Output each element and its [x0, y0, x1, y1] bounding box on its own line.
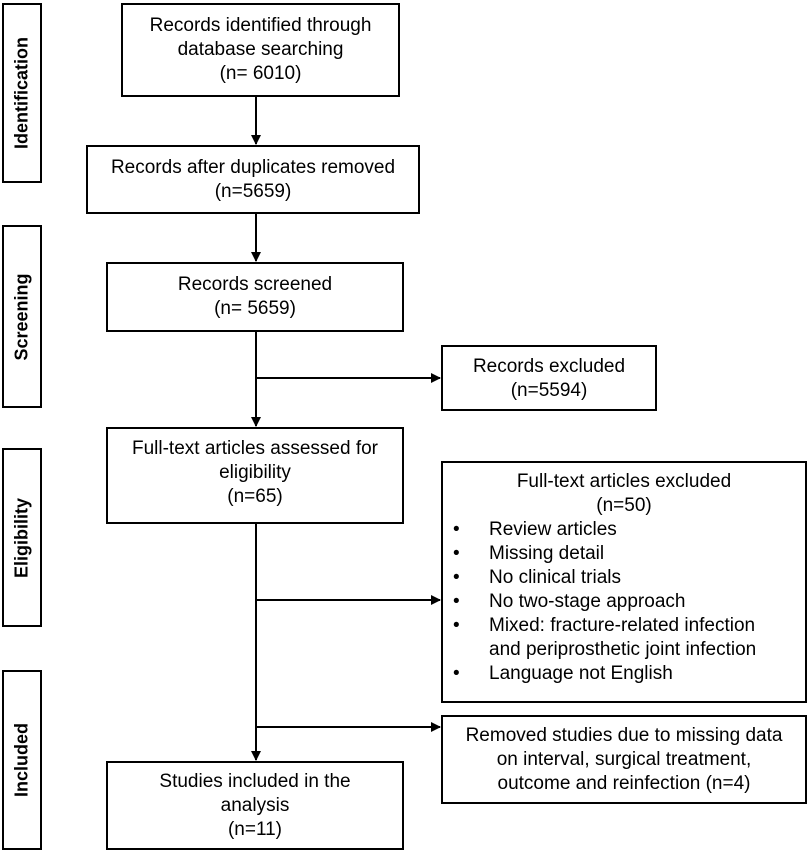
full-text-assessed-count: (n=65) — [227, 486, 283, 507]
records-identified-line1: Records identified through — [149, 15, 372, 36]
removed-studies-line1: Removed studies due to missing data — [465, 725, 783, 746]
records-excluded-count: (n=5594) — [510, 380, 588, 401]
records-identified-box: Records identified through database sear… — [121, 3, 400, 97]
stage-included: Included — [2, 670, 42, 850]
exclusion-reason: Review articles — [443, 518, 805, 542]
exclusion-reason: Mixed: fracture-related infection — [443, 614, 805, 638]
records-screened-box: Records screened (n= 5659) — [106, 262, 404, 332]
studies-included-line1: Studies included in the — [159, 771, 351, 792]
records-identified-count: (n= 6010) — [219, 63, 302, 84]
full-text-assessed-box: Full-text articles assessed for eligibil… — [106, 427, 404, 524]
removed-studies-box: Removed studies due to missing data on i… — [441, 715, 807, 804]
studies-included-count: (n=11) — [227, 819, 283, 840]
removed-studies-line3: outcome and reinfection (n=4) — [497, 773, 751, 794]
studies-included-line2: analysis — [220, 795, 290, 816]
exclusion-reasons-list: Review articles Missing detail No clinic… — [443, 518, 805, 686]
full-text-excluded-count: (n=50) — [596, 495, 652, 516]
exclusion-reason: No two-stage approach — [443, 590, 805, 614]
stage-eligibility: Eligibility — [2, 448, 42, 627]
stage-screening: Screening — [2, 225, 42, 408]
full-text-assessed-line1: Full-text articles assessed for — [131, 438, 379, 459]
records-excluded-box: Records excluded (n=5594) — [441, 345, 657, 411]
studies-included-box: Studies included in the analysis (n=11) — [106, 761, 404, 850]
duplicates-removed-box: Records after duplicates removed (n=5659… — [86, 145, 420, 214]
records-identified-line2: database searching — [177, 39, 344, 60]
exclusion-reason-continuation: and periprosthetic joint infection — [489, 639, 757, 660]
full-text-excluded-line1: Full-text articles excluded — [516, 471, 732, 492]
duplicates-removed-count: (n=5659) — [214, 181, 292, 202]
full-text-assessed-line2: eligibility — [219, 462, 291, 483]
full-text-excluded-box: Full-text articles excluded (n=50) Revie… — [441, 461, 807, 703]
exclusion-reason: No clinical trials — [443, 566, 805, 590]
exclusion-reason: Missing detail — [443, 542, 805, 566]
records-screened-count: (n= 5659) — [214, 298, 296, 319]
stage-identification: Identification — [2, 3, 42, 183]
records-screened-line1: Records screened — [177, 274, 333, 295]
duplicates-removed-line1: Records after duplicates removed — [110, 157, 396, 178]
records-excluded-line1: Records excluded — [472, 356, 626, 377]
removed-studies-line2: on interval, surgical treatment, — [496, 749, 752, 770]
exclusion-reason: Language not English — [443, 662, 805, 686]
